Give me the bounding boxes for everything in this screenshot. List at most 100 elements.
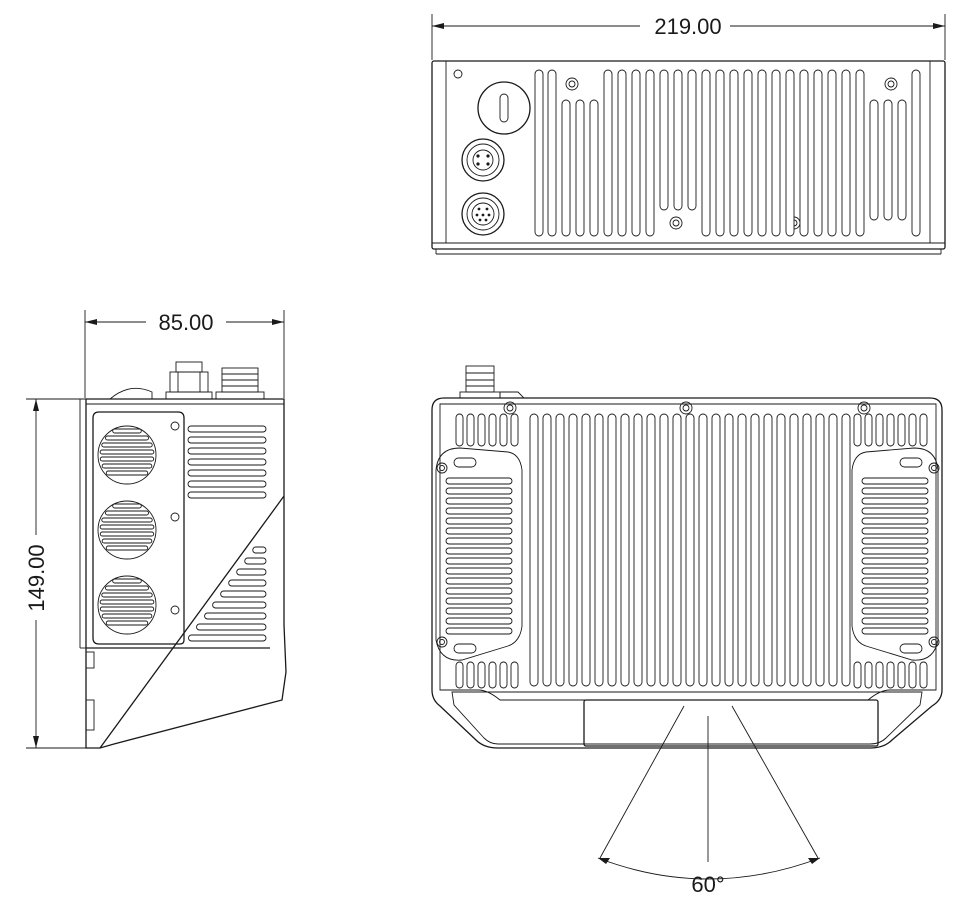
top-view-vent-slots — [534, 69, 921, 237]
front-connector — [459, 365, 526, 399]
vent-slot — [510, 413, 519, 447]
vent-slot — [534, 69, 544, 237]
vent-slot — [853, 413, 862, 447]
vent-slot — [196, 623, 267, 631]
vent-slot — [864, 661, 873, 689]
vent-slot — [445, 477, 513, 485]
dimension-label-depth: 85.00 — [158, 310, 213, 335]
vent-slot — [813, 69, 823, 237]
grille-bar — [101, 538, 153, 544]
grille-bar — [99, 531, 155, 537]
side-view-vent-slots — [187, 425, 267, 642]
vent-slot — [575, 99, 585, 237]
vent-slot — [607, 413, 617, 687]
vent-slot — [617, 69, 627, 237]
vent-slot — [672, 413, 682, 687]
vent-slot — [488, 413, 497, 447]
vent-slot — [204, 612, 267, 620]
vent-slot — [594, 413, 604, 687]
vent-slot — [561, 99, 571, 237]
vent-slot — [529, 413, 539, 687]
top-view: 219.00 — [431, 14, 946, 255]
vent-slot — [499, 661, 508, 689]
vent-slot — [861, 537, 929, 545]
vent-slot — [743, 69, 753, 237]
vent-slot — [861, 527, 929, 535]
front-view: 60° — [431, 365, 943, 897]
cap-cover — [477, 81, 531, 135]
vent-slot — [724, 413, 734, 687]
vent-slot — [861, 607, 929, 615]
vent-slot — [659, 69, 669, 211]
vent-slot — [687, 69, 697, 211]
grille-circle — [97, 500, 157, 560]
grille-bar — [105, 620, 149, 626]
vent-slot — [861, 487, 929, 495]
connector-m12-b — [461, 192, 505, 236]
beam-angle-indicator: 60° — [597, 705, 821, 897]
vent-slot — [445, 557, 513, 565]
vent-slot — [919, 413, 928, 447]
vent-slot — [499, 413, 508, 447]
vent-slot — [827, 69, 837, 237]
grille-bar — [101, 442, 153, 448]
vent-slot — [645, 69, 655, 237]
vent-slot — [919, 661, 928, 689]
vent-slot — [555, 413, 565, 687]
vent-slot — [445, 497, 513, 505]
vent-slot — [861, 587, 929, 595]
dimension-label-width: 219.00 — [654, 14, 721, 39]
vent-slot — [841, 69, 851, 237]
vent-slot — [875, 661, 884, 689]
grille-bar — [99, 449, 155, 455]
front-view-vent-slots — [445, 413, 929, 689]
vent-slot — [828, 413, 838, 687]
vent-slot — [659, 413, 669, 687]
vent-slot — [646, 413, 656, 687]
vent-slot — [252, 546, 267, 554]
vent-slot — [789, 413, 799, 687]
vent-slot — [445, 607, 513, 615]
vent-slot — [715, 69, 725, 237]
vent-slot — [886, 661, 895, 689]
vent-slot — [445, 627, 513, 635]
vent-slot — [861, 517, 929, 525]
vent-slot — [861, 577, 929, 585]
vent-slot — [631, 69, 641, 237]
vent-slot — [445, 517, 513, 525]
lens-window — [583, 699, 879, 747]
grille-bar — [112, 503, 142, 509]
grille-bar — [99, 524, 155, 530]
vent-slot — [861, 617, 929, 625]
vent-slot — [477, 413, 486, 447]
side-view-grilles — [97, 425, 157, 635]
side-view-body — [85, 398, 287, 749]
vent-slot — [187, 458, 267, 466]
grille-bar — [105, 435, 149, 441]
vent-slot — [861, 567, 929, 575]
vent-slot — [220, 590, 267, 598]
vent-slot — [883, 99, 893, 221]
vent-slot — [187, 447, 267, 455]
grille-bar — [99, 456, 155, 462]
vent-slot — [445, 587, 513, 595]
dimension-219: 219.00 — [431, 14, 946, 60]
dimension-149: 149.00 — [24, 398, 100, 749]
vent-slot — [864, 413, 873, 447]
vent-slot — [466, 661, 475, 689]
front-view-housing — [431, 397, 943, 749]
vent-slot — [620, 413, 630, 687]
vent-slot — [897, 661, 906, 689]
vent-slot — [455, 413, 464, 447]
side-connector-left — [165, 361, 213, 400]
vent-slot — [861, 507, 929, 515]
grille-bar — [101, 613, 153, 619]
vent-slot — [477, 661, 486, 689]
vent-slot — [187, 436, 267, 444]
vent-slot — [188, 634, 267, 642]
vent-slot — [776, 413, 786, 687]
vent-slot — [750, 413, 760, 687]
grille-bar — [105, 585, 149, 591]
vent-slot — [445, 527, 513, 535]
